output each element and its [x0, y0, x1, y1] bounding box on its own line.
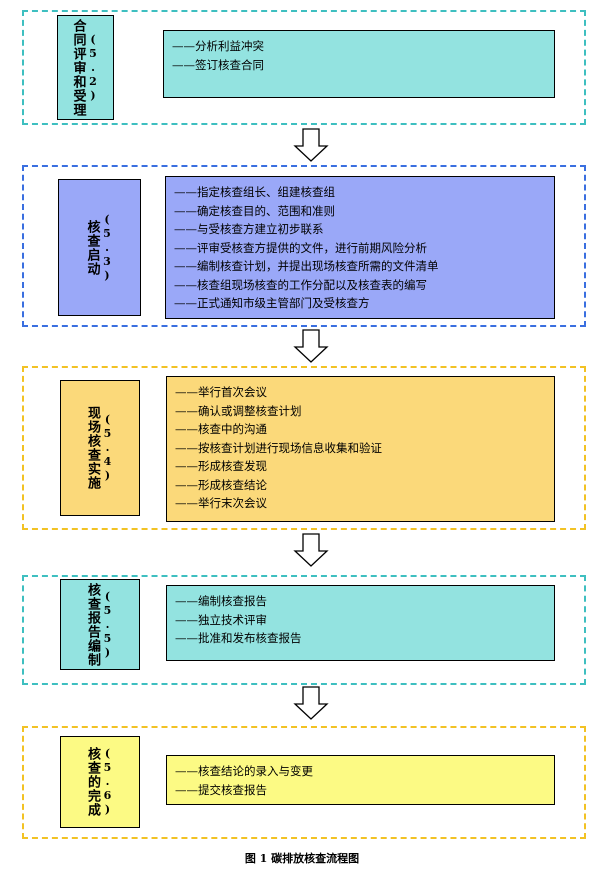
- stage-item: ——提交核查报告: [175, 782, 267, 797]
- stage-number: (5.2): [86, 32, 100, 103]
- stage-content: ——核查结论的录入与变更 ——提交核查报告: [166, 755, 555, 805]
- stage-content: ——指定核查组长、组建核查组 ——确定核查目的、范围和准则 ——与受核查方建立初…: [165, 176, 555, 319]
- stage-frame: [22, 10, 586, 125]
- stage-item: ——举行末次会议: [175, 496, 267, 510]
- stage-content: ——举行首次会议 ——确认或调整核查计划 ——核查中的沟通 ——按核查计划进行现…: [166, 376, 555, 522]
- stage-item: ——编制核查报告: [175, 594, 267, 608]
- stage-item: ——正式通知市级主管部门及受核查方: [174, 296, 370, 310]
- stage-title: 合同评审和受理: [70, 18, 86, 117]
- stage-item: ——与受核查方建立初步联系: [174, 222, 324, 236]
- stage-item: ——核查结论的录入与变更: [175, 764, 313, 778]
- stage-title: 核查的完成: [85, 747, 100, 817]
- figure-caption: 图 1 碳排放核查流程图: [244, 852, 360, 865]
- stage-number: (5.3): [100, 212, 114, 283]
- stage-title: 核查启动: [84, 219, 100, 276]
- stage-content: ——分析利益冲突 ——签订核查合同: [163, 30, 555, 98]
- down-arrow-icon: [293, 533, 329, 567]
- stage-title: 现场核查实施: [85, 406, 100, 490]
- stage-frame: [22, 165, 586, 327]
- stage-frame: [22, 366, 586, 530]
- stage-number: (5.4): [101, 413, 114, 483]
- stage-item: ——举行首次会议: [175, 385, 267, 399]
- stage-item: ——批准和发布核查报告: [175, 631, 302, 645]
- stage-item: ——确认或调整核查计划: [175, 403, 302, 418]
- down-arrow-icon: [293, 128, 329, 162]
- stage-item: ——形成核查结论: [175, 477, 267, 492]
- stage-label: 合同评审和受理 (5.2): [57, 15, 114, 120]
- stage-item: ——确定核查目的、范围和准则: [174, 203, 335, 218]
- stage-label: 现场核查实施 (5.4): [60, 380, 140, 516]
- down-arrow-icon: [293, 329, 329, 363]
- stage-number: (5.6): [101, 747, 114, 817]
- stage-label: 核查报告编制 (5.5): [60, 579, 140, 670]
- stage-label: 核查的完成 (5.6): [60, 736, 140, 828]
- stage-item: ——签订核查合同: [172, 57, 264, 72]
- stage-item: ——分析利益冲突: [172, 39, 264, 53]
- stage-frame: [22, 726, 586, 839]
- stage-item: ——按核查计划进行现场信息收集和验证: [175, 440, 382, 455]
- stage-item: ——编制核查计划，并提出现场核查所需的文件清单: [174, 259, 439, 273]
- stage-item: ——核查组现场核查的工作分配以及核查表的编写: [174, 277, 427, 292]
- stage-item: ——形成核查发现: [175, 459, 267, 473]
- stage-frame: [22, 575, 586, 685]
- stage-item: ——指定核查组长、组建核查组: [174, 185, 335, 199]
- stage-item: ——独立技术评审: [175, 612, 267, 627]
- stage-content: ——编制核查报告 ——独立技术评审 ——批准和发布核查报告: [166, 585, 555, 661]
- stage-number: (5.5): [101, 589, 114, 660]
- down-arrow-icon: [293, 686, 329, 720]
- stage-item: ——评审受核查方提供的文件，进行前期风险分析: [174, 240, 427, 255]
- stage-label: 核查启动 (5.3): [58, 179, 141, 316]
- stage-title: 核查报告编制: [85, 582, 100, 667]
- stage-item: ——核查中的沟通: [175, 422, 267, 436]
